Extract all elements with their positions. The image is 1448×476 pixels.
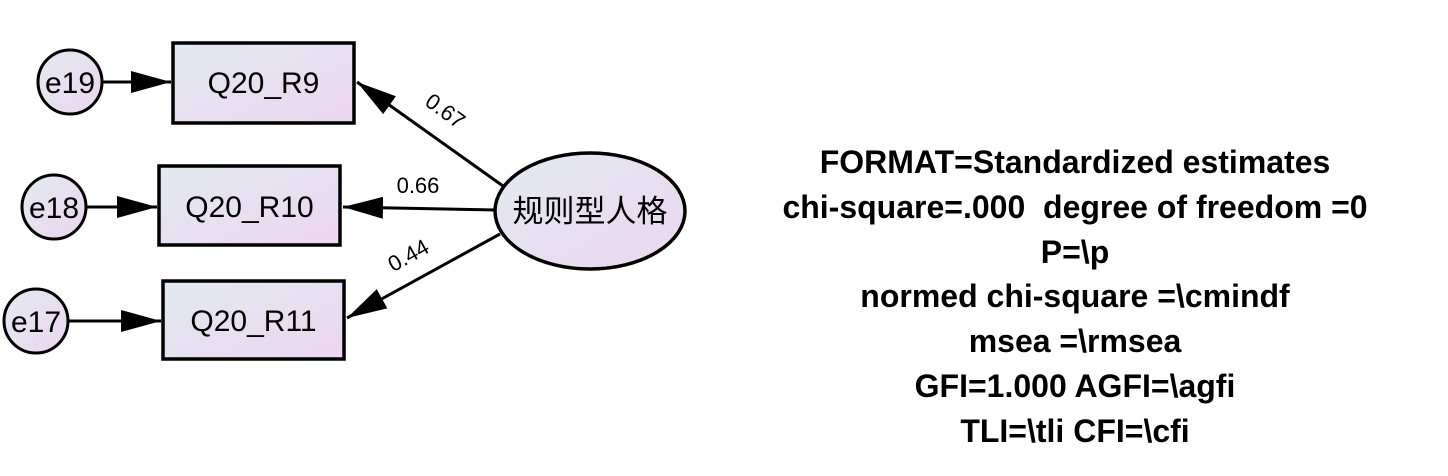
- error-label: e19: [45, 67, 95, 100]
- model-fit-summary: FORMAT=Standardized estimates chi-square…: [700, 140, 1448, 454]
- loading-coefficient-q20-r9: 0.67: [421, 88, 470, 133]
- fit-chi-square-line: chi-square=.000 degree of freedom =0: [782, 188, 1368, 225]
- fit-p-line: P=\p: [1040, 233, 1110, 270]
- latent-variable-rule-personality[interactable]: 规则型人格: [493, 151, 687, 271]
- latent-label: 规则型人格: [513, 194, 668, 230]
- loading-path-q20-r9: [356, 80, 504, 188]
- error-term-e18[interactable]: e18: [20, 173, 88, 241]
- loading-path-q20-r11: [346, 232, 501, 320]
- observed-variable-q20-r10[interactable]: Q20_R10: [157, 164, 342, 247]
- fit-normed-chi-square-line: normed chi-square =\cmindf: [860, 278, 1290, 315]
- fit-format-line: FORMAT=Standardized estimates: [819, 144, 1331, 180]
- error-term-e19[interactable]: e19: [36, 48, 104, 116]
- error-term-e17[interactable]: e17: [2, 287, 70, 355]
- fit-gfi-agfi-line: GFI=1.000 AGFI=\agfi: [914, 367, 1236, 404]
- observed-label: Q20_R9: [208, 67, 320, 100]
- loading-coefficient-q20-r11: 0.44: [384, 234, 434, 277]
- observed-label: Q20_R11: [190, 305, 316, 338]
- fit-rmsea-line: msea =\rmsea: [968, 323, 1182, 360]
- loading-coefficient-q20-r10: 0.66: [397, 173, 440, 198]
- error-label: e18: [29, 192, 79, 225]
- loading-path-q20-r10: [342, 196, 497, 219]
- observed-label: Q20_R10: [185, 191, 313, 224]
- fit-tli-cfi-line: TLI=\tli CFI=\cfi: [960, 412, 1190, 449]
- observed-variable-q20-r9[interactable]: Q20_R9: [171, 41, 356, 125]
- error-label: e17: [11, 306, 61, 339]
- observed-variable-q20-r11[interactable]: Q20_R11: [161, 279, 346, 361]
